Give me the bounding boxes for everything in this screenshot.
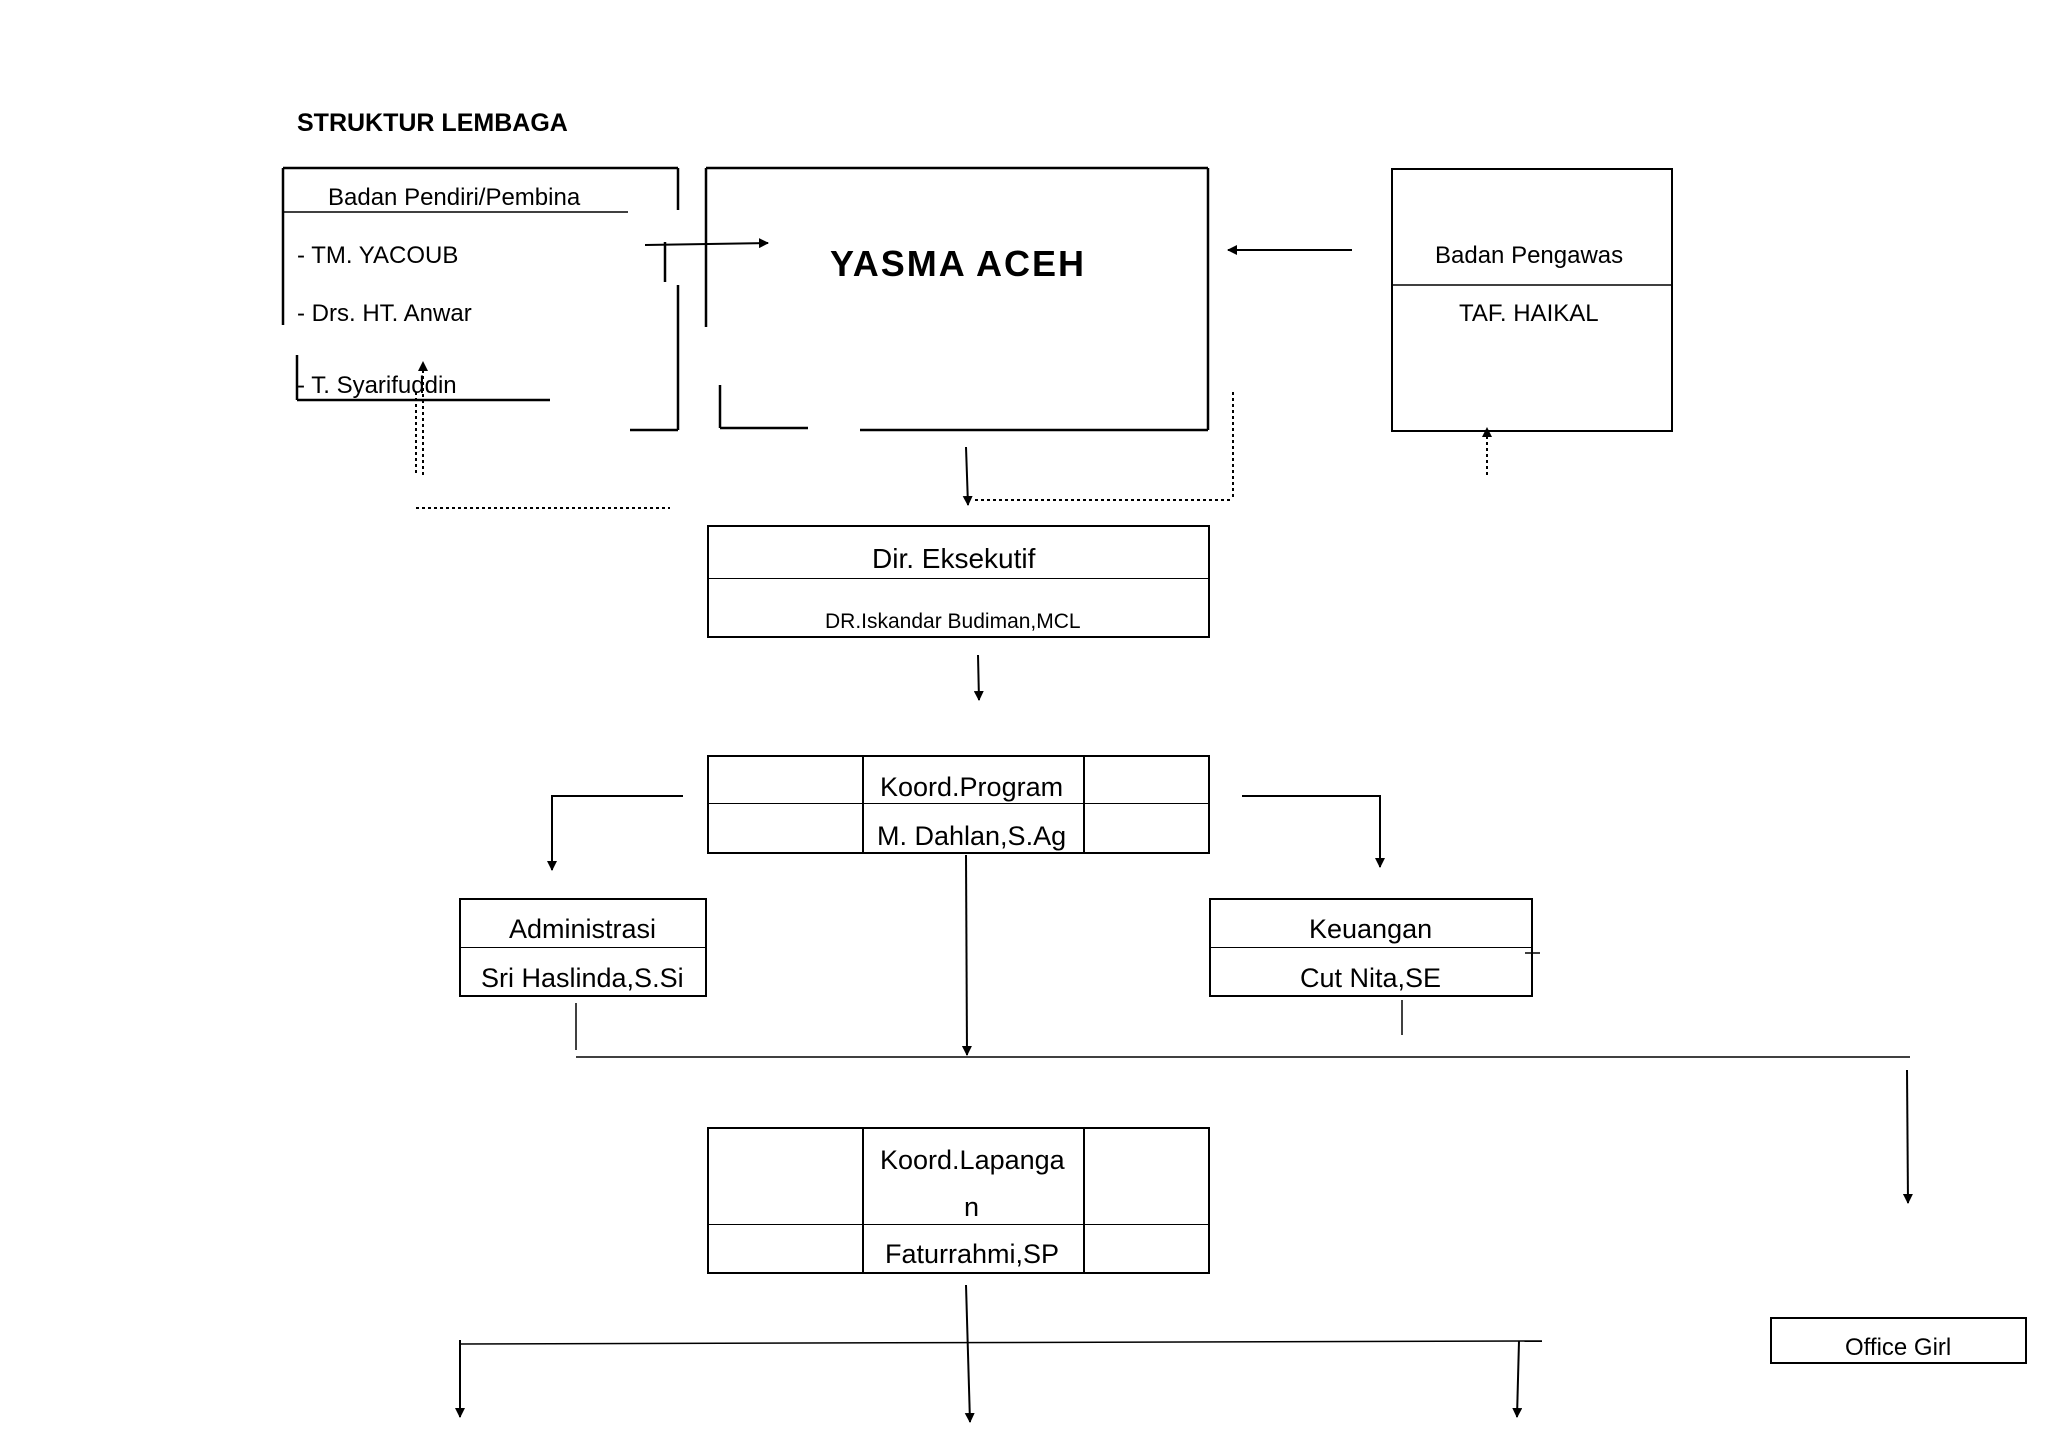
keuangan-role: Keuangan bbox=[1309, 914, 1433, 944]
arrow-koord-down bbox=[961, 854, 972, 1056]
koord-lapangan-box bbox=[707, 1127, 1210, 1274]
arrow-koord-to-keuangan bbox=[1242, 795, 1385, 868]
office-girl-box bbox=[1770, 1317, 2027, 1364]
koord-lapangan-name: Faturrahmi,SP bbox=[885, 1239, 1060, 1269]
koord-program-box bbox=[707, 755, 1210, 854]
org-name: YASMA ACEH bbox=[830, 243, 1087, 284]
administrasi-box bbox=[459, 898, 707, 997]
keuangan-box bbox=[1209, 898, 1533, 997]
pendiri-member: - Drs. HT. Anwar bbox=[297, 300, 472, 327]
keuangan-name: Cut Nita,SE bbox=[1300, 963, 1442, 993]
direktur-box bbox=[707, 525, 1210, 638]
direktur-role: Dir. Eksekutif bbox=[872, 543, 1036, 574]
pendiri-member: - T. Syarifuddin bbox=[297, 372, 457, 399]
arrow-to-office-girl bbox=[1902, 1069, 1913, 1204]
arrow-koord-to-administrasi bbox=[547, 795, 683, 871]
koord-lapangan-role-line2: n bbox=[964, 1192, 980, 1222]
administrasi-role: Administrasi bbox=[509, 914, 657, 944]
koord-program-name: M. Dahlan,S.Ag bbox=[877, 821, 1067, 851]
office-girl-label: Office Girl bbox=[1845, 1334, 1952, 1361]
bottom-bus-line bbox=[458, 1340, 1543, 1345]
arrow-pendiri-to-yasma bbox=[644, 238, 769, 249]
direktur-name: DR.Iskandar Budiman,MCL bbox=[825, 610, 1081, 633]
koord-lapangan-role-line1: Koord.Lapanga bbox=[880, 1145, 1065, 1175]
arrow-bottom-right bbox=[1512, 1340, 1523, 1418]
pengawas-name: TAF. HAIKAL bbox=[1459, 300, 1599, 327]
pengawas-box bbox=[1391, 168, 1673, 432]
yasma-box-outline bbox=[704, 166, 1210, 432]
arrow-yasma-to-direktur bbox=[962, 446, 973, 506]
administrasi-name: Sri Haslinda,S.Si bbox=[481, 963, 684, 993]
koord-program-role: Koord.Program bbox=[880, 772, 1064, 802]
arrow-lapangan-down bbox=[964, 1284, 975, 1423]
page-title: STRUKTUR LEMBAGA bbox=[297, 109, 568, 137]
pengawas-heading: Badan Pengawas bbox=[1435, 242, 1624, 269]
pendiri-heading: Badan Pendiri/Pembina bbox=[328, 184, 581, 211]
pendiri-member: - TM. YACOUB bbox=[297, 242, 459, 269]
arrow-direktur-to-koord-program bbox=[973, 654, 984, 701]
